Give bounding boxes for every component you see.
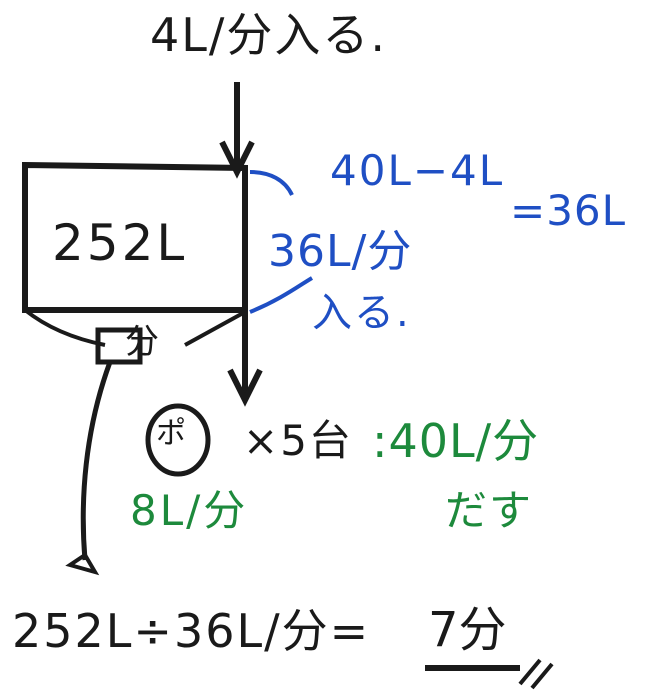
net-inflow-line-1: 36L/分 bbox=[268, 226, 413, 277]
answer-end-marks bbox=[518, 658, 554, 690]
pump-total-line-1: :40L/分 bbox=[372, 414, 540, 468]
calc-line-2: =36L bbox=[510, 186, 627, 235]
pump-circle bbox=[145, 403, 211, 477]
drain-valve bbox=[95, 327, 143, 365]
drain-label: 分 bbox=[125, 322, 159, 362]
tank-funnel-right bbox=[184, 310, 246, 347]
tank-box bbox=[22, 161, 248, 313]
net-inflow-line-2: 入る. bbox=[312, 290, 411, 336]
inflow-arrowhead bbox=[219, 140, 255, 179]
pump-total-line-2: だす bbox=[445, 486, 534, 535]
pump-count: ×5台 bbox=[243, 416, 353, 465]
leader-line-net bbox=[249, 276, 314, 314]
pump-each-rate: 8L/分 bbox=[130, 486, 249, 535]
tank-volume-label: 252L bbox=[52, 214, 188, 272]
equation: 252L÷36L/分= bbox=[12, 604, 371, 658]
inflow-label: 4L/分入る. bbox=[150, 8, 388, 62]
pump-symbol: ポ bbox=[156, 416, 186, 451]
outflow-arrowhead bbox=[227, 368, 263, 407]
answer: 7分 bbox=[428, 602, 507, 658]
drain-pipe bbox=[80, 361, 113, 561]
tank-funnel-left bbox=[23, 308, 106, 347]
calc-line-1: 40L−4L bbox=[330, 146, 505, 195]
leader-line-calc bbox=[249, 170, 294, 196]
drain-outlet-arrow bbox=[65, 552, 100, 576]
